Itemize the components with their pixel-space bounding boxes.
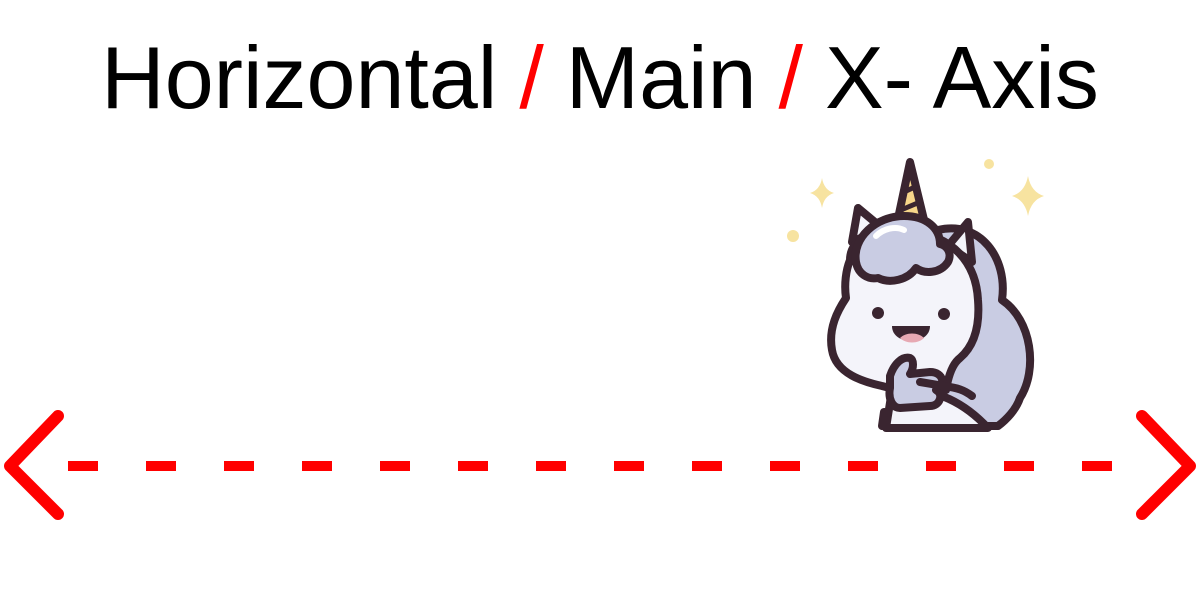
horizontal-axis-arrow	[4, 410, 1196, 520]
title-separator: /	[778, 28, 803, 127]
title-separator: /	[519, 28, 544, 127]
unicorn-eye	[872, 307, 884, 319]
page-title: Horizontal/Main/X- Axis	[0, 22, 1200, 134]
title-part-main: Main	[565, 28, 757, 127]
title-part-x-axis: X- Axis	[824, 28, 1099, 127]
right-arrowhead-icon	[1136, 410, 1196, 520]
sparkle-icon	[810, 178, 834, 208]
sparkle-dot-icon	[984, 159, 994, 169]
title-part-horizontal: Horizontal	[101, 28, 498, 127]
sparkle-icon	[1012, 176, 1044, 216]
unicorn-eye	[938, 308, 950, 320]
unicorn-thumbs-up-icon	[787, 158, 1044, 432]
sparkle-dot-icon	[787, 230, 799, 242]
left-arrowhead-icon	[4, 410, 64, 520]
